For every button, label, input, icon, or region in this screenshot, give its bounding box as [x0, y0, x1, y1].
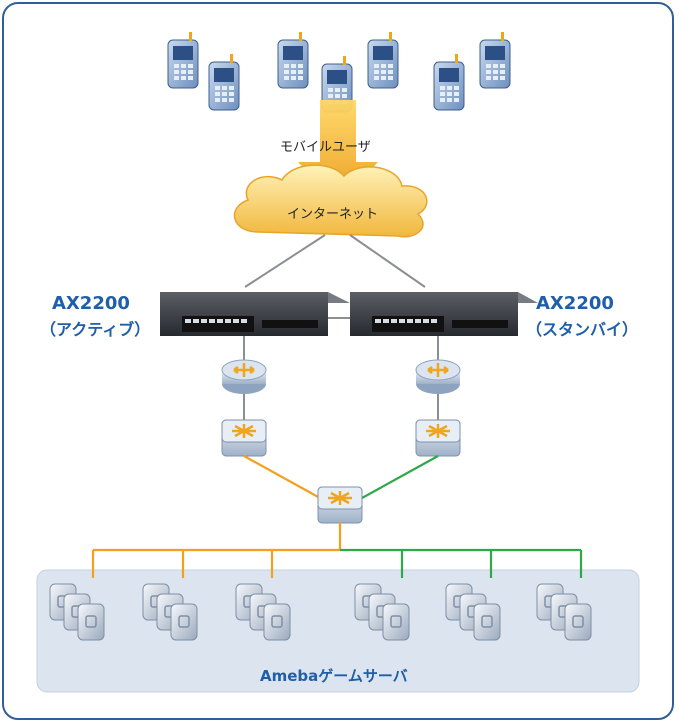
router-icon	[414, 358, 462, 396]
router-icon	[220, 358, 268, 396]
ax-active-name: AX2200	[52, 293, 130, 314]
ax-standby-role: （スタンバイ）	[526, 320, 639, 339]
server-group-panel	[36, 569, 640, 693]
server-group-label: Amebaゲームサーバ	[260, 667, 408, 685]
load-balancer-active	[160, 292, 350, 336]
cloud-icon	[233, 164, 428, 238]
ax-standby-name: AX2200	[536, 293, 614, 314]
switch-icon	[414, 418, 462, 458]
internet-label: インターネット	[287, 207, 379, 222]
switch-icon	[316, 485, 364, 525]
mobile-users-label: モバイルユーザ	[280, 140, 371, 155]
ax-active-role: （アクティブ）	[40, 320, 151, 339]
load-balancer-standby	[350, 292, 538, 336]
switch-icon	[220, 418, 268, 458]
